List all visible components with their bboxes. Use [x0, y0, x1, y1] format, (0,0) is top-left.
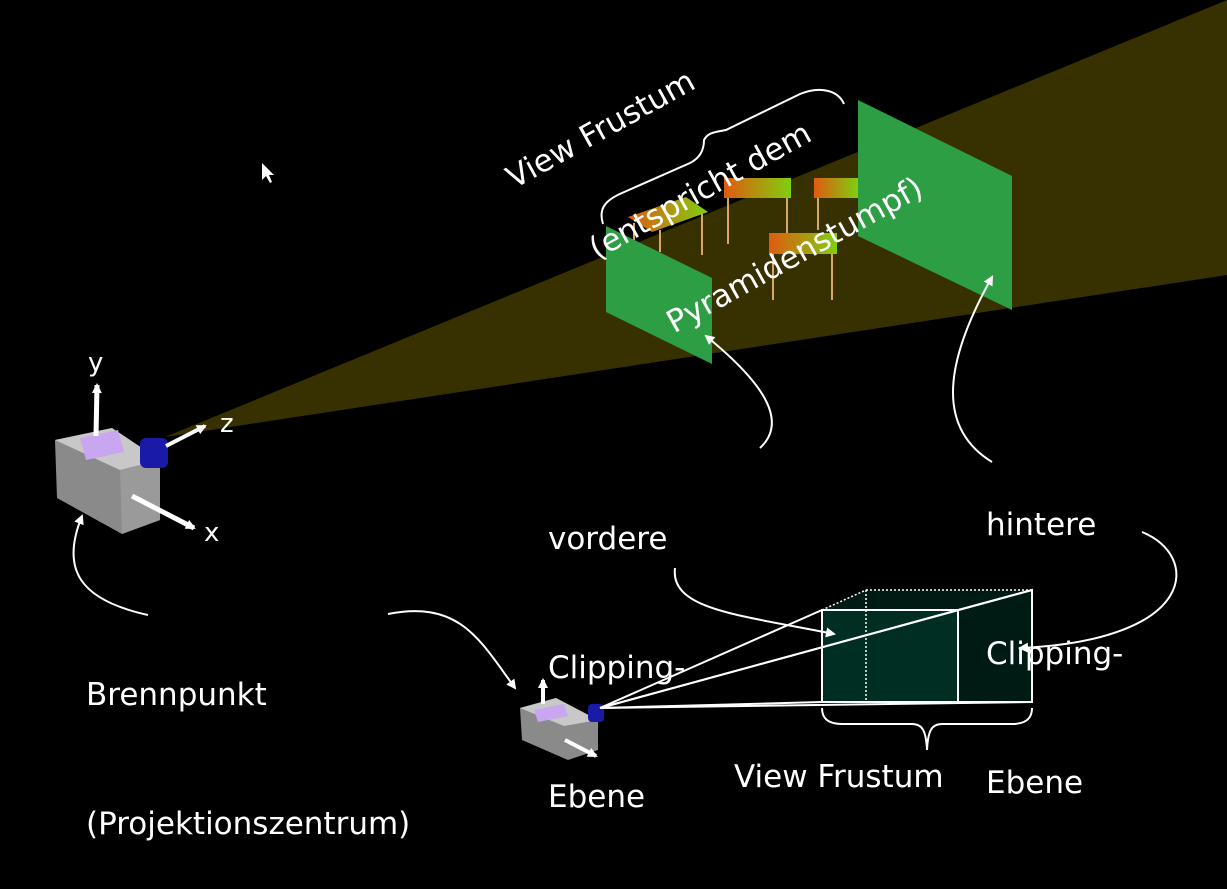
- focal-camera-arrow: [72, 514, 149, 616]
- far-plane-label-line2: Clipping-: [986, 636, 1124, 672]
- scene-objects: [628, 178, 858, 300]
- bottom-brace: [821, 707, 1033, 751]
- table-1: [628, 197, 708, 255]
- frustum-box: [599, 588, 1033, 709]
- frustum-volume: [165, 0, 1227, 437]
- frustum-brace: [600, 88, 845, 225]
- small-camera-icon: [520, 678, 604, 760]
- mouse-cursor-icon: [262, 163, 274, 183]
- far-clipping-plane: [858, 100, 1012, 310]
- focal-small-camera-arrow: [387, 610, 517, 690]
- axis-y-label: y: [88, 348, 104, 378]
- far-plane-label: hintere Clipping- Ebene: [986, 418, 1123, 848]
- near-clipping-plane: [606, 226, 712, 364]
- near-plane-label-line2: Clipping-: [548, 650, 686, 686]
- bottom-frustum-label: View Frustum: [734, 759, 944, 795]
- near-plane-label-line1: vordere: [548, 521, 668, 557]
- near-plane-arrow: [704, 334, 773, 449]
- camera-icon: [55, 383, 207, 534]
- view-frustum-diagram: [55, 0, 1227, 760]
- axis-x-label: x: [204, 518, 220, 548]
- table-4: [769, 233, 837, 300]
- near-plane-label: vordere Clipping- Ebene: [548, 432, 685, 862]
- near-plane-label-line3: Ebene: [548, 779, 646, 815]
- far-box-arrow: [1018, 531, 1178, 653]
- axis-z-label: z: [220, 409, 234, 439]
- near-box-arrow: [673, 567, 836, 638]
- far-plane-label-line3: Ebene: [986, 765, 1084, 801]
- focal-point-label-line2: (Projektionszentrum): [86, 806, 411, 842]
- far-plane-arrow: [952, 275, 993, 463]
- focal-point-label: Brennpunkt (Projektionszentrum): [86, 588, 410, 889]
- table-3: [814, 178, 858, 230]
- far-plane-label-line1: hintere: [986, 507, 1097, 543]
- focal-point-label-line1: Brennpunkt: [86, 677, 267, 713]
